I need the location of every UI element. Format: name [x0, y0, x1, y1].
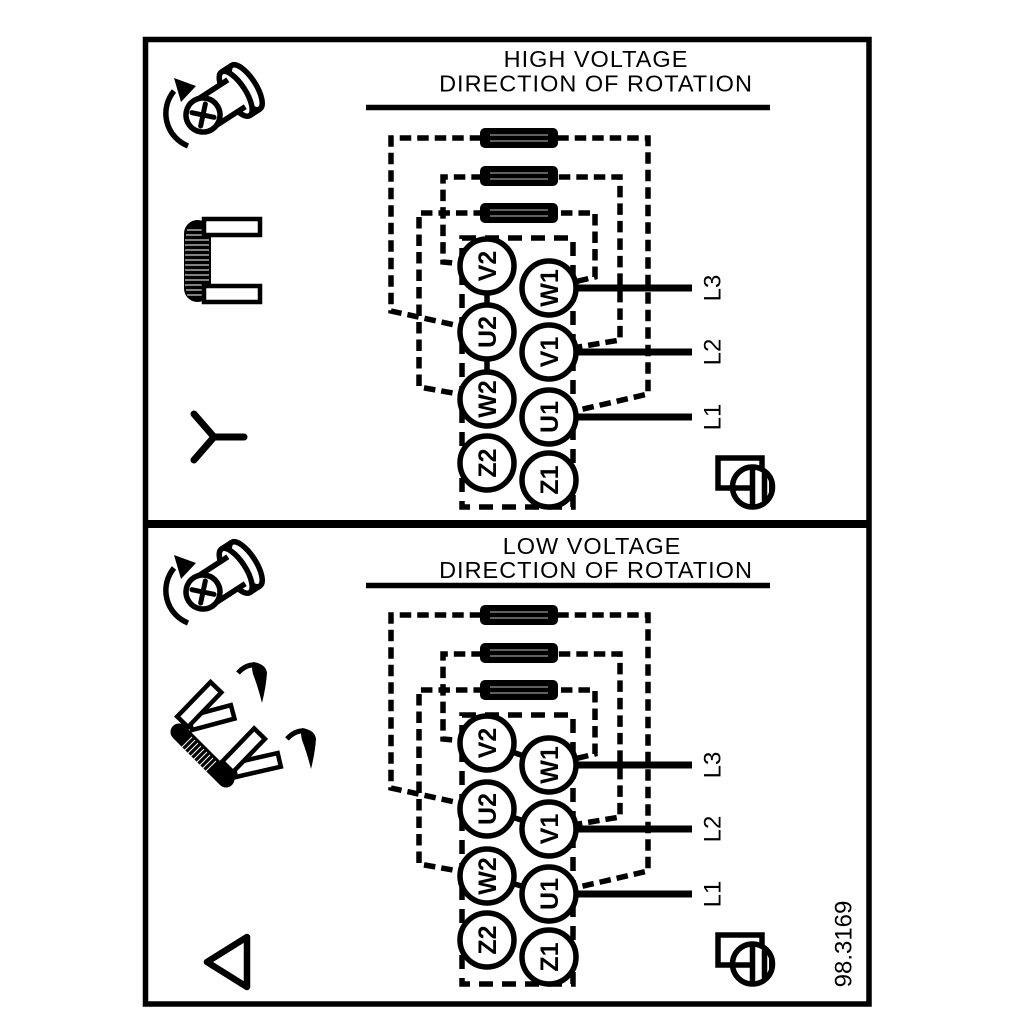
low-voltage-panel: LOW VOLTAGE DIRECTION OF ROTATION: [163, 533, 776, 991]
delta-connection-symbol: [203, 933, 251, 991]
jumper-bars: [480, 128, 558, 223]
high-voltage-panel: HIGH VOLTAGE DIRECTION OF ROTATION: [163, 46, 776, 510]
terminal-u2: U2: [474, 316, 502, 348]
rotation-arrow-head: [174, 78, 196, 102]
supply-label-l3: L3: [700, 275, 727, 302]
terminal-z1: Z1: [536, 942, 564, 971]
rotation-arrow-head: [174, 555, 196, 579]
screw-rotation-icon: [163, 61, 265, 149]
terminal-v2: V2: [474, 728, 502, 759]
terminal-v1: V1: [536, 814, 564, 845]
panel-title-line2: DIRECTION OF ROTATION: [439, 71, 753, 97]
terminals-high: V2 U2 W2 Z2 W1 V1 U1 Z1: [457, 236, 579, 510]
pull-arrow-right: [285, 728, 316, 769]
terminal-z1: Z1: [536, 465, 564, 494]
rotation-arrow-arc: [163, 566, 190, 626]
jumper-bars: [480, 605, 558, 700]
panel-title-line1: LOW VOLTAGE: [503, 533, 682, 559]
terminal-u1: U1: [536, 878, 564, 910]
terminal-u1: U1: [536, 401, 564, 433]
supply-label-l2: L2: [700, 816, 727, 843]
remove-jumpers-icon: [170, 662, 316, 788]
supply-label-l3: L3: [700, 752, 727, 779]
figure-number: 98.3169: [831, 901, 858, 988]
panel-title-line2: DIRECTION OF ROTATION: [439, 557, 753, 583]
terminal-board: [459, 235, 576, 510]
terminals-low: V2 U2 W2 Z2 W1 V1 U1 Z1: [457, 713, 579, 987]
terminal-w2: W2: [474, 857, 502, 895]
terminal-v1: V1: [536, 337, 564, 368]
terminal-v2: V2: [474, 251, 502, 282]
pull-arrow-top: [236, 662, 267, 703]
star-connection-symbol: [190, 410, 248, 464]
terminal-u2: U2: [474, 793, 502, 825]
ground-terminal-icon: [715, 932, 776, 987]
rotation-arrow-arc: [163, 89, 190, 149]
terminal-w1: W1: [536, 269, 564, 307]
terminal-z2: Z2: [474, 925, 502, 954]
supply-label-l2: L2: [700, 339, 727, 366]
wire-inner: [416, 687, 598, 879]
screw-rotation-icon: [163, 538, 265, 626]
terminal-board: [459, 712, 576, 987]
terminal-w1: W1: [536, 746, 564, 784]
terminal-z2: Z2: [474, 448, 502, 477]
supply-label-l1: L1: [700, 881, 727, 908]
jumper-staple-icon: [184, 216, 263, 305]
supply-label-l1: L1: [700, 404, 727, 431]
wire-inner: [416, 210, 598, 402]
terminal-w2: W2: [474, 380, 502, 418]
panel-title-line1: HIGH VOLTAGE: [504, 46, 689, 72]
ground-terminal-icon: [715, 455, 776, 510]
